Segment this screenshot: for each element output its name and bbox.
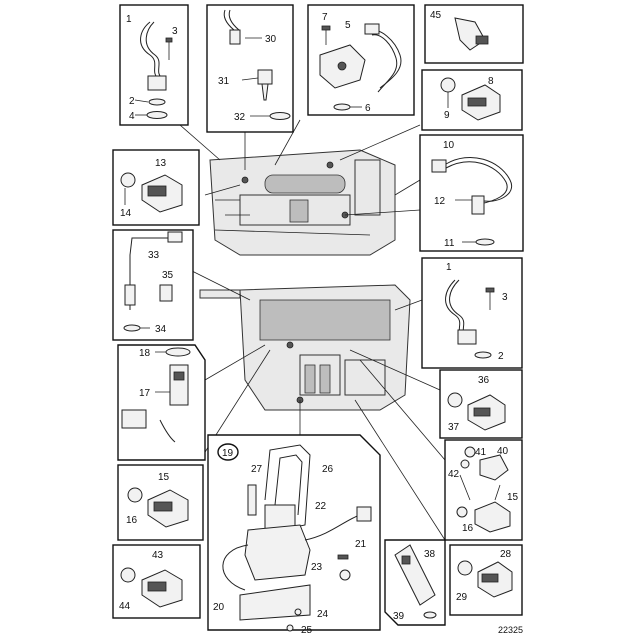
callout-44: 44	[119, 601, 131, 612]
callout-27: 27	[251, 464, 263, 475]
box-parts-33-35	[112, 229, 194, 341]
callout-labels: 1 3 2 4 30 31 32 7 5 6 45 8 9 10 12 11 1…	[119, 10, 523, 636]
callout-1b: 1	[446, 262, 452, 273]
callout-42: 42	[448, 469, 460, 480]
callout-17: 17	[139, 388, 151, 399]
callout-41: 41	[475, 447, 487, 458]
document-number: 22325	[498, 625, 523, 635]
callout-28: 28	[500, 549, 512, 560]
engine-upper-view	[209, 149, 396, 256]
box-parts-13-14	[112, 149, 200, 226]
callout-23: 23	[311, 562, 323, 573]
callout-18: 18	[139, 348, 151, 359]
box-parts-10-12	[419, 134, 524, 252]
callout-33: 33	[148, 250, 160, 261]
callout-34: 34	[155, 324, 167, 335]
box-assembly-19	[207, 434, 381, 632]
callout-13: 13	[155, 158, 167, 169]
callout-37: 37	[448, 422, 460, 433]
callout-21: 21	[355, 539, 367, 550]
callout-35: 35	[162, 270, 174, 281]
callout-16b: 16	[462, 523, 474, 534]
box-parts-1-4	[119, 4, 189, 126]
callout-16: 16	[126, 515, 138, 526]
callout-7: 7	[322, 12, 328, 23]
box-parts-36-37	[439, 369, 523, 439]
callout-12: 12	[434, 196, 446, 207]
box-parts-5-7	[307, 4, 415, 116]
box-parts-28-29	[449, 544, 523, 616]
callout-9: 9	[444, 110, 450, 121]
box-parts-8-9	[421, 69, 523, 131]
callout-22: 22	[315, 501, 327, 512]
callout-29: 29	[456, 592, 468, 603]
callout-45: 45	[430, 10, 442, 21]
box-part-45	[424, 4, 524, 64]
callout-5: 5	[345, 20, 351, 31]
callout-39: 39	[393, 611, 405, 622]
callout-14: 14	[120, 208, 132, 219]
engine-lower-view	[199, 284, 411, 411]
box-parts-17-18	[117, 344, 206, 461]
callout-15b: 15	[507, 492, 519, 503]
callout-31: 31	[218, 76, 230, 87]
callout-8: 8	[488, 76, 494, 87]
box-parts-43-44	[112, 544, 201, 619]
callout-43: 43	[152, 550, 164, 561]
callout-10: 10	[443, 140, 455, 151]
callout-6: 6	[365, 103, 371, 114]
callout-25: 25	[301, 625, 313, 636]
callout-40: 40	[497, 446, 509, 457]
callout-2b: 2	[498, 351, 504, 362]
callout-4: 4	[129, 111, 135, 122]
callout-32: 32	[234, 112, 246, 123]
box-parts-38-39	[384, 539, 446, 626]
box-parts-15-16	[117, 464, 204, 541]
box-parts-1-3	[421, 257, 523, 369]
box-parts-40-42-15-16	[444, 439, 523, 541]
callout-36: 36	[478, 375, 490, 386]
box-parts-30-32	[206, 4, 294, 133]
callout-26: 26	[322, 464, 334, 475]
callout-19: 19	[222, 448, 234, 459]
callout-11: 11	[444, 238, 455, 249]
callout-3b: 3	[502, 292, 508, 303]
callout-24: 24	[317, 609, 329, 620]
callout-1: 1	[126, 14, 132, 25]
callout-3: 3	[172, 26, 178, 37]
callout-30: 30	[265, 34, 277, 45]
callout-2: 2	[129, 96, 135, 107]
callout-15: 15	[158, 472, 170, 483]
callout-20: 20	[213, 602, 225, 613]
callout-38: 38	[424, 549, 436, 560]
